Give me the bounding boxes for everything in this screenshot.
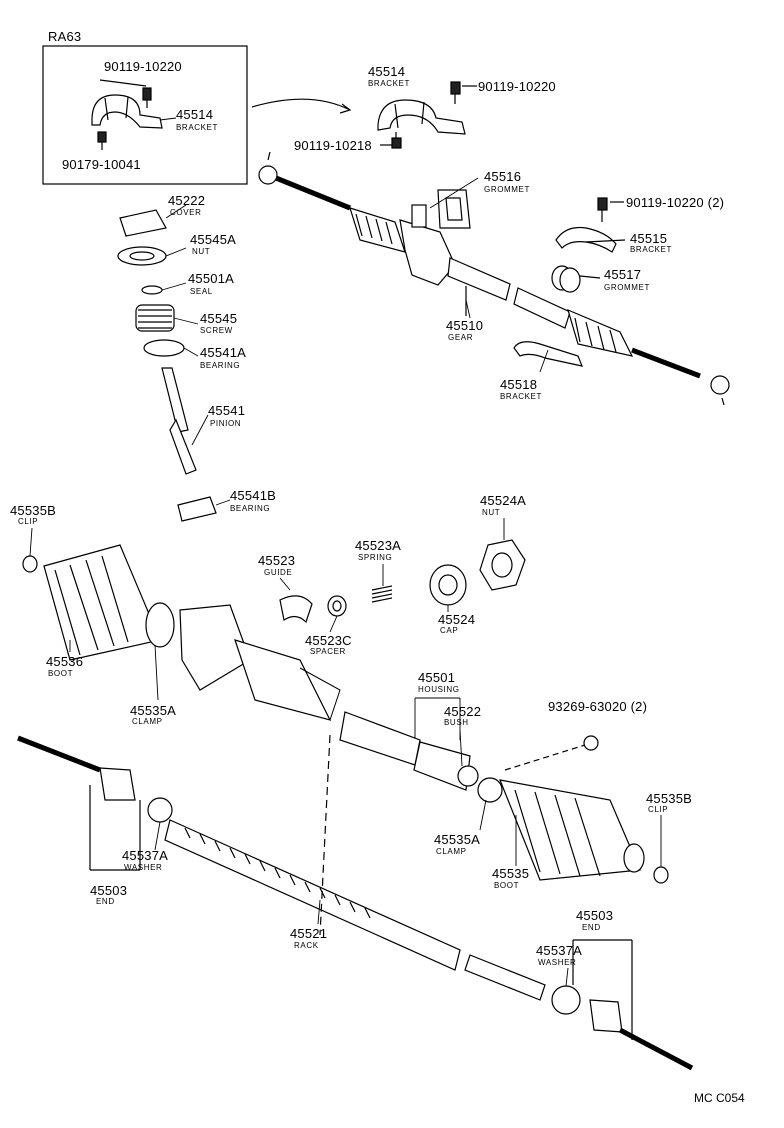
part-number: 45524 xyxy=(438,612,476,627)
part-number: 45222 xyxy=(168,193,206,208)
part-name: GROMMET xyxy=(484,185,530,194)
part-number: 45545A xyxy=(190,232,237,247)
part-number: 45524A xyxy=(480,493,527,508)
part-name: CLAMP xyxy=(436,847,467,856)
part-number: 45535A xyxy=(434,832,481,847)
part-number: 45541 xyxy=(208,403,246,418)
inset-title: RA63 xyxy=(48,29,82,44)
part-name: CLIP xyxy=(18,517,39,526)
part-name: SEAL xyxy=(190,287,213,296)
part-number: 45535B xyxy=(10,503,57,518)
part-name: BRACKET xyxy=(176,123,218,132)
part-number: 45523 xyxy=(258,553,296,568)
bracket-45514-drawing xyxy=(377,81,477,149)
part-number: 45501A xyxy=(188,271,235,286)
part-number: 45517 xyxy=(604,267,642,282)
part-number: 45541B xyxy=(230,488,277,503)
leader-lines xyxy=(29,117,662,987)
part-name: CAP xyxy=(440,626,459,635)
part-name: NUT xyxy=(192,247,211,256)
part-name: BRACKET xyxy=(630,245,672,254)
part-number: 45522 xyxy=(444,704,482,719)
part-name: BEARING xyxy=(200,361,241,370)
diagram-code: MC C054 xyxy=(694,1091,745,1105)
right-boot-drawing xyxy=(499,735,669,884)
part-name: SPRING xyxy=(358,553,393,562)
part-number: 45537A xyxy=(536,943,583,958)
part-number: 45521 xyxy=(290,926,328,941)
part-number: 45523C xyxy=(305,633,352,648)
part-name: BUSH xyxy=(444,718,469,727)
part-name: BRACKET xyxy=(368,79,410,88)
part-number: 45510 xyxy=(446,318,484,333)
part-name: HOUSING xyxy=(418,685,460,694)
part-name: SCREW xyxy=(200,326,233,335)
part-name: SPACER xyxy=(310,647,346,656)
left-boot-housing-drawing xyxy=(22,544,503,803)
part-name: BEARING xyxy=(230,504,271,513)
part-number: 45503 xyxy=(576,908,614,923)
part-number: 45537A xyxy=(122,848,169,863)
rack-drawing xyxy=(164,734,546,1001)
part-number: 45518 xyxy=(500,377,538,392)
part-number: 90119-10220 (2) xyxy=(626,195,725,210)
part-number: 45514 xyxy=(176,107,214,122)
right-brackets-drawing xyxy=(513,197,626,367)
part-number: 45523A xyxy=(355,538,402,553)
part-number: 45503 xyxy=(90,883,128,898)
part-number: 45535B xyxy=(646,791,693,806)
part-name: PINION xyxy=(210,419,242,428)
inset-bracket-drawing xyxy=(91,79,163,150)
pinion-stack-drawing xyxy=(117,209,217,522)
part-number: 45515 xyxy=(630,231,668,246)
part-number: 45514 xyxy=(368,64,406,79)
part-number: 45535 xyxy=(492,866,530,881)
part-number: 45501 xyxy=(418,670,456,685)
part-number: 45535A xyxy=(130,703,177,718)
part-name: END xyxy=(582,923,601,932)
part-name: COVER xyxy=(170,208,202,217)
part-name: BOOT xyxy=(48,669,74,678)
part-number: 90179-10041 xyxy=(62,157,141,172)
part-name: GROMMET xyxy=(604,283,650,292)
part-name: WASHER xyxy=(124,863,163,872)
part-name: GEAR xyxy=(448,333,474,342)
part-name: WASHER xyxy=(538,958,577,967)
part-name: GUIDE xyxy=(264,568,293,577)
adjust-parts-drawing xyxy=(279,539,526,624)
gear-assembly-drawing xyxy=(258,151,730,406)
part-number: 45545 xyxy=(200,311,238,326)
inset-arrow-head xyxy=(339,103,352,114)
part-number: 93269-63020 (2) xyxy=(548,699,648,714)
part-name: NUT xyxy=(482,508,501,517)
part-number: 90119-10220 xyxy=(478,79,556,94)
inset-frame xyxy=(42,45,248,185)
part-name: BRACKET xyxy=(500,392,542,401)
part-number: 45536 xyxy=(46,654,84,669)
part-number: 90119-10218 xyxy=(294,138,372,153)
part-name: CLIP xyxy=(648,805,669,814)
inset-arrow xyxy=(251,98,351,111)
tie-rod-ends-drawing xyxy=(17,735,694,1071)
part-name: BOOT xyxy=(494,881,520,890)
part-number: 90119-10220 xyxy=(104,59,182,74)
part-name: RACK xyxy=(294,941,319,950)
part-name: CLAMP xyxy=(132,717,163,726)
part-number: 45516 xyxy=(484,169,522,184)
part-number: 45541A xyxy=(200,345,247,360)
part-name: END xyxy=(96,897,115,906)
